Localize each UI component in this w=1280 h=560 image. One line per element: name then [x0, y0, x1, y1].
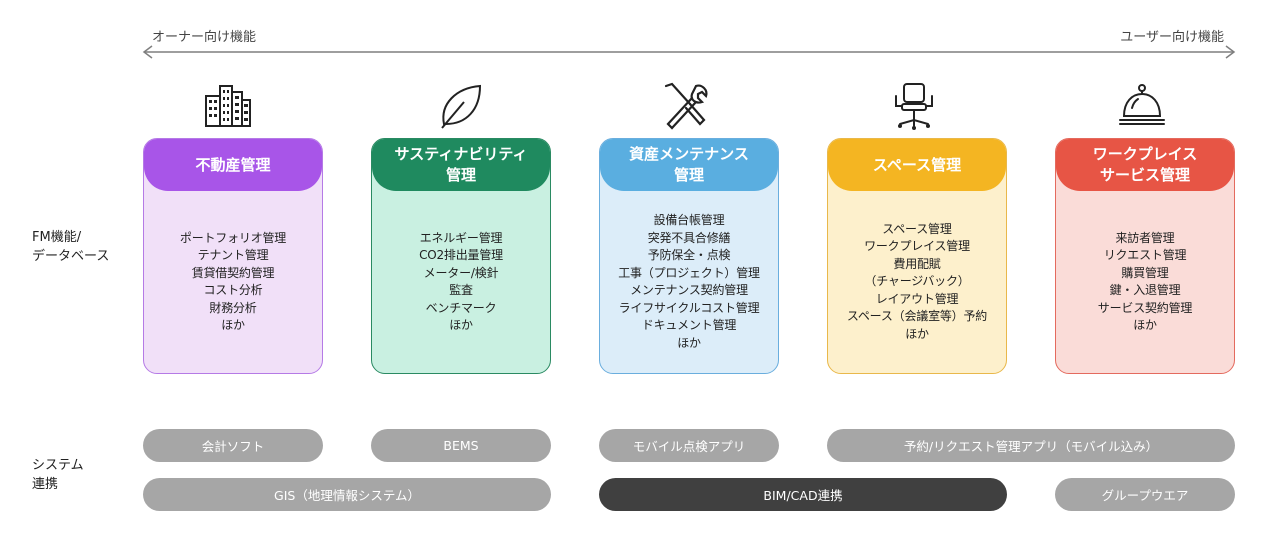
system-reservation-request-app: 予約/リクエスト管理アプリ（モバイル込み）	[827, 429, 1235, 462]
card-items: 設備台帳管理突発不具合修繕予防保全・点検工事（プロジェクト）管理メンテナンス契約…	[618, 212, 760, 352]
card-item: コスト分析	[203, 283, 263, 297]
card-item: メンテナンス契約管理	[630, 283, 748, 297]
buildings-icon	[205, 85, 251, 127]
card-workplace-service: ワークプレイス サービス管理 来訪者管理リクエスト管理購買管理鍵・入退管理サービ…	[1055, 138, 1235, 374]
card-item: ほか	[221, 318, 245, 332]
card-item: 購買管理	[1121, 265, 1169, 280]
card-space: スペース管理 スペース管理ワークプレイス管理費用配賦 （チャージバック） レイアウト…	[827, 138, 1007, 374]
card-item: スペース（会議室等）予約	[846, 309, 988, 324]
fm-database-label: FM機能/ データベース	[32, 230, 110, 264]
system-gis: GIS（地理情報システム）	[143, 478, 551, 511]
card-item: 工事（プロジェクト）管理	[618, 265, 760, 280]
card-real-estate: 不動産管理 ポートフォリオ管理テナント管理賃貸借契約管理コスト分析財務分析ほか	[143, 138, 323, 374]
card-title: 不動産管理	[144, 139, 322, 191]
card-item: ドキュメント管理	[641, 318, 737, 332]
office-chair-icon	[895, 83, 933, 130]
card-asset-maintenance: 資産メンテナンス 管理 設備台帳管理突発不具合修繕予防保全・点検工事（プロジェク…	[599, 138, 779, 374]
card-title: サスティナビリティ 管理	[372, 139, 550, 191]
system-bems: BEMS	[371, 429, 551, 462]
card-item: 財務分析	[209, 300, 257, 315]
card-item: ほか	[905, 326, 929, 341]
card-item: ワークプレイス管理	[864, 239, 970, 254]
card-item: スペース管理	[882, 221, 952, 236]
system-mobile-inspection-app: モバイル点検アプリ	[599, 429, 779, 462]
card-item: テナント管理	[197, 248, 269, 262]
card-item: ほか	[1133, 318, 1157, 332]
card-items: エネルギー管理 CO2排出量管理メーター/検針監査ベンチマークほか	[419, 230, 503, 335]
card-sustainability: サスティナビリティ 管理 エネルギー管理 CO2排出量管理メーター/検針監査ベンチ…	[371, 138, 551, 374]
card-item: 来訪者管理	[1115, 230, 1175, 245]
card-item: 鍵・入退管理	[1109, 283, 1181, 297]
card-item: 費用配賦	[893, 256, 941, 271]
card-title: ワークプレイス サービス管理	[1056, 139, 1234, 191]
card-item: サービス契約管理	[1097, 300, 1193, 315]
card-item: ほか	[677, 335, 701, 350]
card-item: メーター/検針	[423, 265, 499, 280]
card-item: ポートフォリオ管理	[179, 230, 287, 245]
system-accounting-software: 会計ソフト	[143, 429, 323, 462]
service-bell-icon	[1119, 84, 1165, 125]
card-item: 設備台帳管理	[653, 213, 725, 227]
owner-functions-label: オーナー向け機能	[152, 30, 257, 45]
card-item: レイアウト管理	[875, 291, 959, 306]
card-item: リクエスト管理	[1103, 248, 1187, 262]
card-items: 来訪者管理リクエスト管理購買管理鍵・入退管理サービス契約管理ほか	[1097, 230, 1193, 335]
card-item: ライフサイクルコスト管理	[618, 300, 760, 315]
card-item: 突発不具合修繕	[647, 230, 731, 245]
card-items: スペース管理ワークプレイス管理費用配賦 （チャージバック） レイアウト管理スペース（…	[847, 221, 987, 344]
owner-user-arrow	[142, 45, 1236, 59]
card-items: ポートフォリオ管理テナント管理賃貸借契約管理コスト分析財務分析ほか	[180, 230, 286, 335]
card-title: 資産メンテナンス 管理	[600, 139, 778, 191]
system-integration-label: システム 連携	[32, 458, 84, 492]
card-item: ベンチマーク	[425, 300, 497, 315]
system-groupware: グループウエア	[1055, 478, 1235, 511]
leaf-icon	[441, 84, 482, 129]
card-item: 監査	[449, 283, 473, 297]
card-item: （チャージバック）	[864, 274, 970, 289]
card-item: 賃貸借契約管理	[191, 265, 275, 280]
card-item: CO2排出量管理	[419, 248, 503, 262]
card-title: スペース管理	[828, 139, 1006, 191]
user-functions-label: ユーザー向け機能	[1120, 30, 1224, 45]
card-item: ほか	[449, 318, 473, 332]
system-bim-cad: BIM/CAD連携	[599, 478, 1007, 511]
card-item: 予防保全・点検	[647, 248, 731, 262]
card-item: エネルギー管理	[419, 230, 503, 245]
tools-icon	[664, 82, 708, 130]
